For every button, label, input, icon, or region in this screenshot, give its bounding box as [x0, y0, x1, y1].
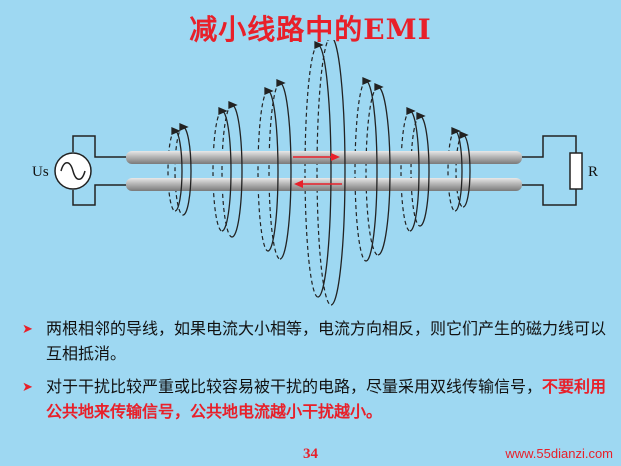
field-loop-front: [409, 110, 420, 232]
field-loop-back: [365, 86, 379, 256]
bullet-content-2: 对于干扰比较严重或比较容易被干扰的电路，尽量采用双线传输信号，不要利用公共地来传…: [46, 374, 612, 424]
field-direction-arrow-icon: [171, 127, 181, 135]
field-loop-back: [354, 80, 367, 262]
bullet-arrow-icon: ➤: [22, 380, 33, 395]
field-loop-front: [462, 134, 471, 208]
field-direction-arrow-icon: [179, 123, 189, 131]
bullet-arrow-icon: ➤: [22, 322, 33, 337]
field-direction-arrow-icon: [374, 83, 384, 91]
field-loop-back: [212, 110, 223, 232]
magnetic-field-loops-back: [167, 40, 464, 306]
field-direction-arrow-icon: [416, 112, 426, 120]
field-loop-back: [400, 110, 411, 232]
bullet-emphasis-2: 不要利用公共地来传输信号，公共地电流越小干扰越小。: [46, 377, 607, 421]
field-loop-back: [316, 40, 332, 306]
field-direction-arrow-icon: [314, 41, 324, 49]
field-loop-front: [182, 126, 192, 216]
resistor-icon: [569, 152, 583, 190]
field-loop-front: [267, 90, 279, 252]
field-direction-arrow-icon: [276, 79, 286, 87]
field-direction-arrow-icon: [406, 107, 416, 115]
field-direction-arrow-icon: [362, 77, 372, 85]
field-direction-arrow-icon: [459, 131, 469, 139]
load-label: R: [588, 164, 598, 180]
field-loop-front: [454, 130, 463, 212]
field-loop-front: [330, 40, 346, 306]
source-label: Us: [32, 164, 49, 180]
field-loop-front: [377, 86, 391, 256]
field-loop-back: [257, 90, 269, 252]
page-title: 减小线路中的EMI: [189, 13, 432, 46]
current-arrow-left-icon: [294, 180, 342, 188]
field-loop-back: [455, 134, 464, 208]
bullet-item: ➤ 两根相邻的导线，如果电流大小相等，电流方向相反，则它们产生的磁力线可以互相抵…: [22, 316, 612, 366]
bullet-list: ➤ 两根相邻的导线，如果电流大小相等，电流方向相反，则它们产生的磁力线可以互相抵…: [22, 316, 612, 432]
bullet-text-1: 两根相邻的导线，如果电流大小相等，电流方向相反，则它们产生的磁力线可以互相抵消。: [46, 319, 607, 363]
load-circuit: [520, 135, 577, 206]
bullet-text-2: 对于干扰比较严重或比较容易被干扰的电路，尽量采用双线传输信号，: [46, 377, 543, 396]
page-number: 34: [303, 446, 318, 462]
field-loop-front: [279, 82, 292, 260]
source-circuit: [72, 135, 128, 206]
field-loop-front: [365, 80, 378, 262]
field-loop-front: [317, 44, 332, 298]
field-loop-back: [304, 44, 319, 298]
bullet-item: ➤ 对于干扰比较严重或比较容易被干扰的电路，尽量采用双线传输信号，不要利用公共地…: [22, 374, 612, 424]
field-direction-arrow-icon: [218, 107, 228, 115]
field-loop-front: [174, 130, 183, 212]
field-direction-arrow-icon: [228, 101, 238, 109]
field-loop-back: [221, 104, 233, 238]
field-loop-front: [231, 104, 243, 238]
field-loop-front: [419, 115, 430, 227]
current-arrow-right-icon: [293, 153, 340, 161]
watermark: www.55dianzi.com: [505, 446, 613, 461]
twisted-pair-emi-diagram: Us R: [32, 40, 598, 306]
field-direction-arrow-icon: [264, 87, 274, 95]
sine-wave-icon: [60, 162, 86, 180]
field-loop-back: [410, 115, 421, 227]
field-direction-arrow-icon: [451, 127, 461, 135]
magnetic-field-loops-front: [171, 40, 471, 306]
field-loop-back: [174, 126, 184, 216]
field-loop-back: [447, 130, 456, 212]
field-loop-back: [268, 82, 281, 260]
field-loop-back: [167, 130, 176, 212]
field-loop-front: [221, 110, 232, 232]
